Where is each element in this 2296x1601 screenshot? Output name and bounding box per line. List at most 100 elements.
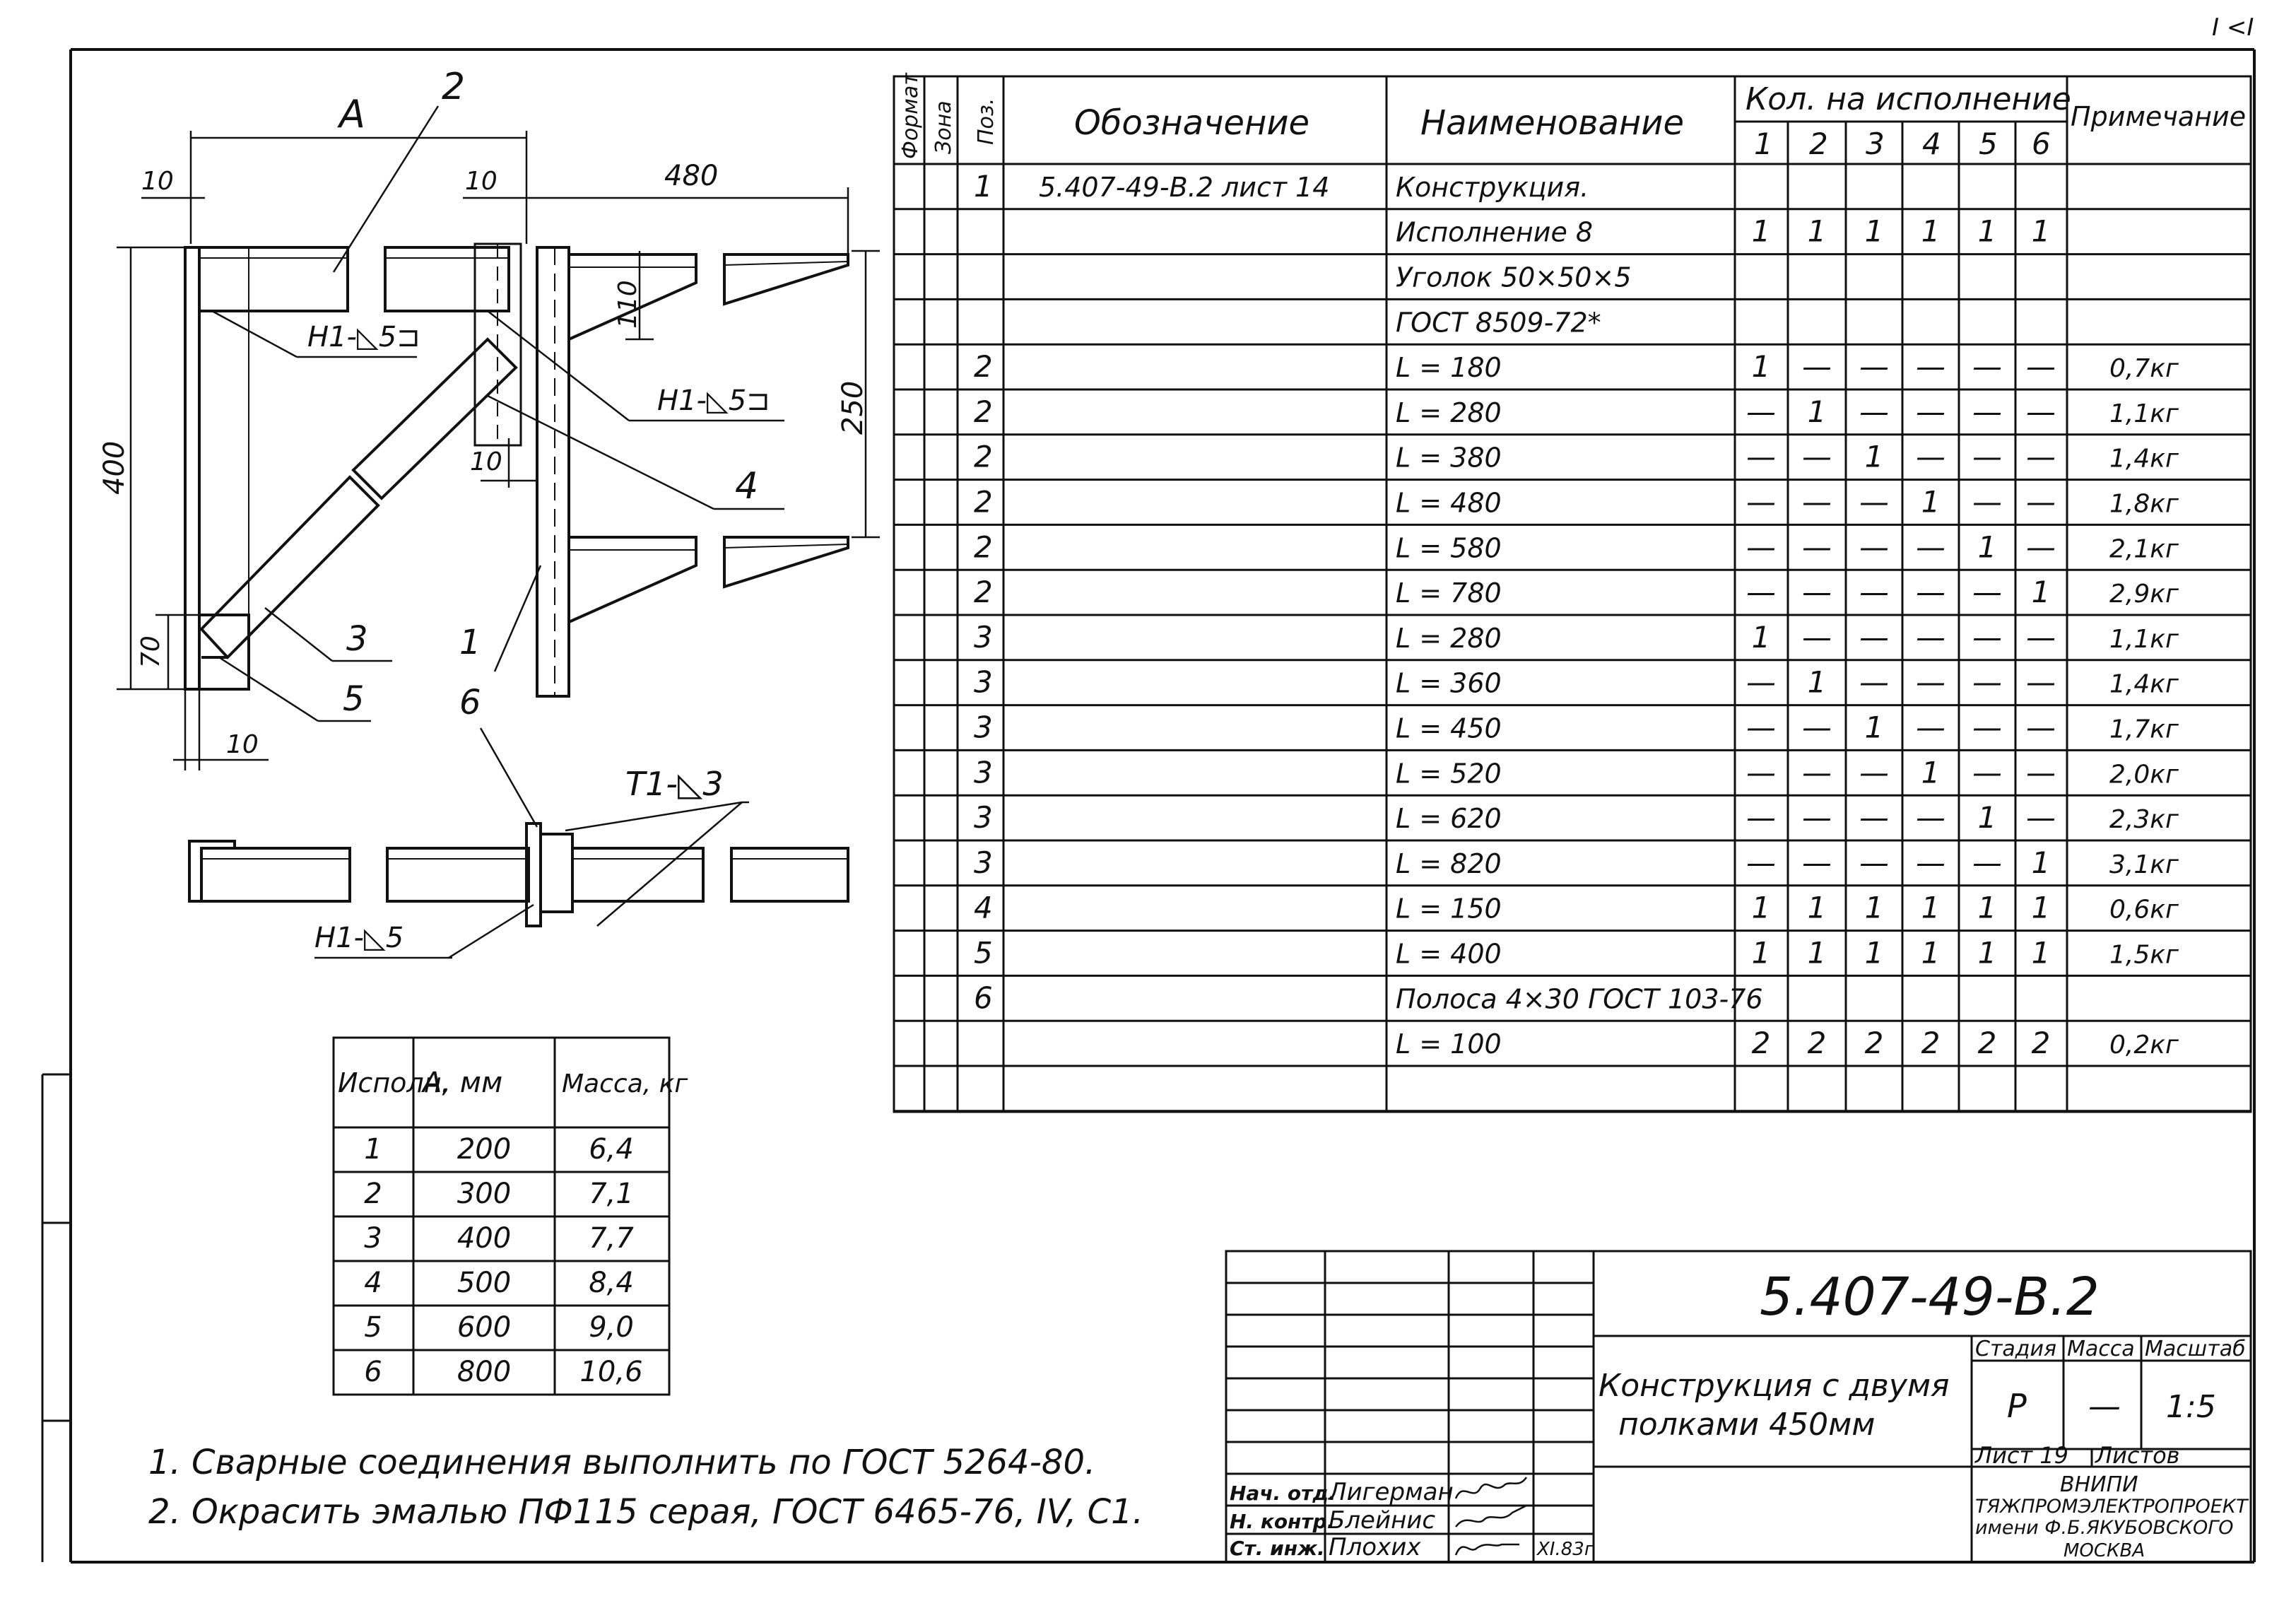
row-qty: — <box>1802 620 1832 655</box>
dimension-lines <box>117 105 880 959</box>
row-pos: 2 <box>974 440 993 474</box>
row-qty: — <box>1972 394 2002 429</box>
row-pos: 2 <box>974 394 993 429</box>
pos-4-label: 4 <box>735 465 758 508</box>
dim-10-label: 10 <box>470 447 502 476</box>
title-block-grid <box>1225 1250 2252 1564</box>
row-qty: 2 <box>1921 1026 1941 1060</box>
row-qty: — <box>1746 485 1776 520</box>
dim-480-label: 480 <box>664 160 718 192</box>
signature-role-2: Н. контр. <box>1230 1510 1334 1533</box>
structure-drawing <box>184 242 849 927</box>
row-qty: 1 <box>1865 214 1884 249</box>
row-qty: — <box>1802 440 1832 474</box>
note-1: 1. Сварные соединения выполнить по ГОСТ … <box>148 1443 1095 1482</box>
dim-110-label: 110 <box>613 280 642 329</box>
dim-10-label: 10 <box>226 730 259 759</box>
row-qty: 1 <box>2032 845 2051 880</box>
row-qty: — <box>1802 485 1832 520</box>
org-line-4: МОСКВА <box>2064 1540 2145 1561</box>
row-qty: — <box>1746 529 1776 564</box>
row-qty: — <box>1746 710 1776 745</box>
row-note: 1,1кг <box>2109 625 2179 654</box>
pos-2-label: 2 <box>442 66 465 108</box>
variant-cell: 1 <box>364 1133 382 1166</box>
dim-70-label: 70 <box>136 635 165 668</box>
row-note: 2,3кг <box>2109 805 2179 834</box>
row-note: 2,9кг <box>2109 580 2179 609</box>
row-name: L = 520 <box>1396 758 1502 789</box>
row-qty: — <box>2026 710 2056 745</box>
row-name: L = 620 <box>1396 803 1502 834</box>
row-note: 2,0кг <box>2109 760 2179 789</box>
row-pos: 4 <box>974 891 993 925</box>
row-note: 0,6кг <box>2109 896 2179 925</box>
row-qty: — <box>1916 620 1945 655</box>
variant-cell: 10,6 <box>579 1356 642 1388</box>
row-name: L = 280 <box>1396 623 1502 654</box>
row-qty: — <box>1859 485 1889 520</box>
row-name: L = 150 <box>1396 893 1502 925</box>
header-designation: Обозначение <box>1074 103 1309 143</box>
row-qty: 1 <box>1752 891 1771 925</box>
row-qty: — <box>1802 349 1832 384</box>
title-line-1: Конструкция с двумя <box>1599 1368 1950 1404</box>
variant-cell: 8,4 <box>589 1267 634 1299</box>
row-qty: — <box>1972 755 2002 790</box>
row-pos: 1 <box>974 169 993 204</box>
row-qty: — <box>2026 665 2056 700</box>
row-pos: 3 <box>974 800 993 835</box>
row-note: 1,1кг <box>2109 399 2179 428</box>
row-note: 1,4кг <box>2109 670 2179 699</box>
row-qty: — <box>1802 575 1832 609</box>
row-qty: 1 <box>1921 755 1941 790</box>
variant-table-header: Исполн. А, мм Масса, кг <box>338 1067 688 1099</box>
row-qty: — <box>1859 349 1889 384</box>
row-qty: 1 <box>1921 485 1941 520</box>
row-qty: 1 <box>1921 214 1941 249</box>
row-qty: — <box>1859 845 1889 880</box>
row-name: L = 380 <box>1396 442 1502 474</box>
variant-cell: 600 <box>457 1311 511 1344</box>
dim-a-label: А <box>337 92 365 136</box>
signature-name-1: Лигерман <box>1327 1478 1454 1506</box>
header-variant-2: 2 <box>1809 127 1828 161</box>
signature-name-3: Плохих <box>1329 1533 1421 1561</box>
row-qty: — <box>1972 620 2002 655</box>
row-qty: — <box>1746 755 1776 790</box>
row-qty: 1 <box>1808 214 1827 249</box>
variant-cell: 500 <box>457 1267 511 1299</box>
pos-3-label: 3 <box>346 619 368 659</box>
row-note: 0,7кг <box>2109 354 2179 383</box>
header-pos: Поз. <box>974 98 999 145</box>
signature-name-2: Блейнис <box>1329 1506 1435 1535</box>
signature-date-3: XI.83г <box>1536 1539 1594 1560</box>
row-qty: — <box>1916 529 1945 564</box>
row-qty: 2 <box>1865 1026 1884 1060</box>
row-name: L = 360 <box>1396 668 1502 699</box>
row-qty: — <box>1916 440 1945 474</box>
variant-cell: 2 <box>364 1178 382 1210</box>
row-qty: — <box>1916 710 1945 745</box>
dim-400-label: 400 <box>98 441 131 495</box>
row-qty: — <box>1802 800 1832 835</box>
org-line-3: имени Ф.Б.ЯКУБОВСКОГО <box>1975 1517 2234 1539</box>
row-note: 3,1кг <box>2109 850 2179 879</box>
row-qty: 1 <box>1752 936 1771 970</box>
row-note: 1,4кг <box>2109 445 2179 474</box>
row-qty: — <box>1802 529 1832 564</box>
row-qty: — <box>2026 755 2056 790</box>
row-qty: 1 <box>1978 891 1997 925</box>
row-qty: — <box>1746 575 1776 609</box>
header-zone: Зона <box>931 100 956 154</box>
row-name: L = 400 <box>1396 939 1502 970</box>
row-qty: 1 <box>1978 214 1997 249</box>
row-pos: 3 <box>974 710 993 745</box>
row-qty: — <box>1972 485 2002 520</box>
row-qty: — <box>1859 755 1889 790</box>
row-designation: 5.407-49-В.2 лист 14 <box>1039 172 1329 203</box>
row-pos: 3 <box>974 665 993 700</box>
